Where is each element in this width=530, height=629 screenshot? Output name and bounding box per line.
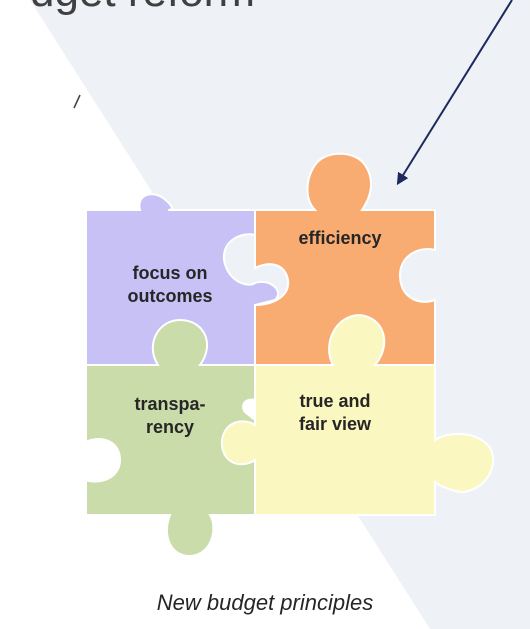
puzzle-piece-transparency [85,318,256,558]
puzzle-piece-true-and-fair-view [220,313,495,516]
label-focus-on-outcomes: focus on outcomes [127,263,213,306]
label-transparency: transpa- rency [134,394,206,437]
diagram-caption: New budget principles [156,590,374,615]
slide-title-fragment: dget reform [30,0,255,14]
puzzle-piece-efficiency [254,152,436,366]
label-efficiency: efficiency [298,228,382,248]
label-true-and-fair-view: true and fair view [298,391,372,434]
